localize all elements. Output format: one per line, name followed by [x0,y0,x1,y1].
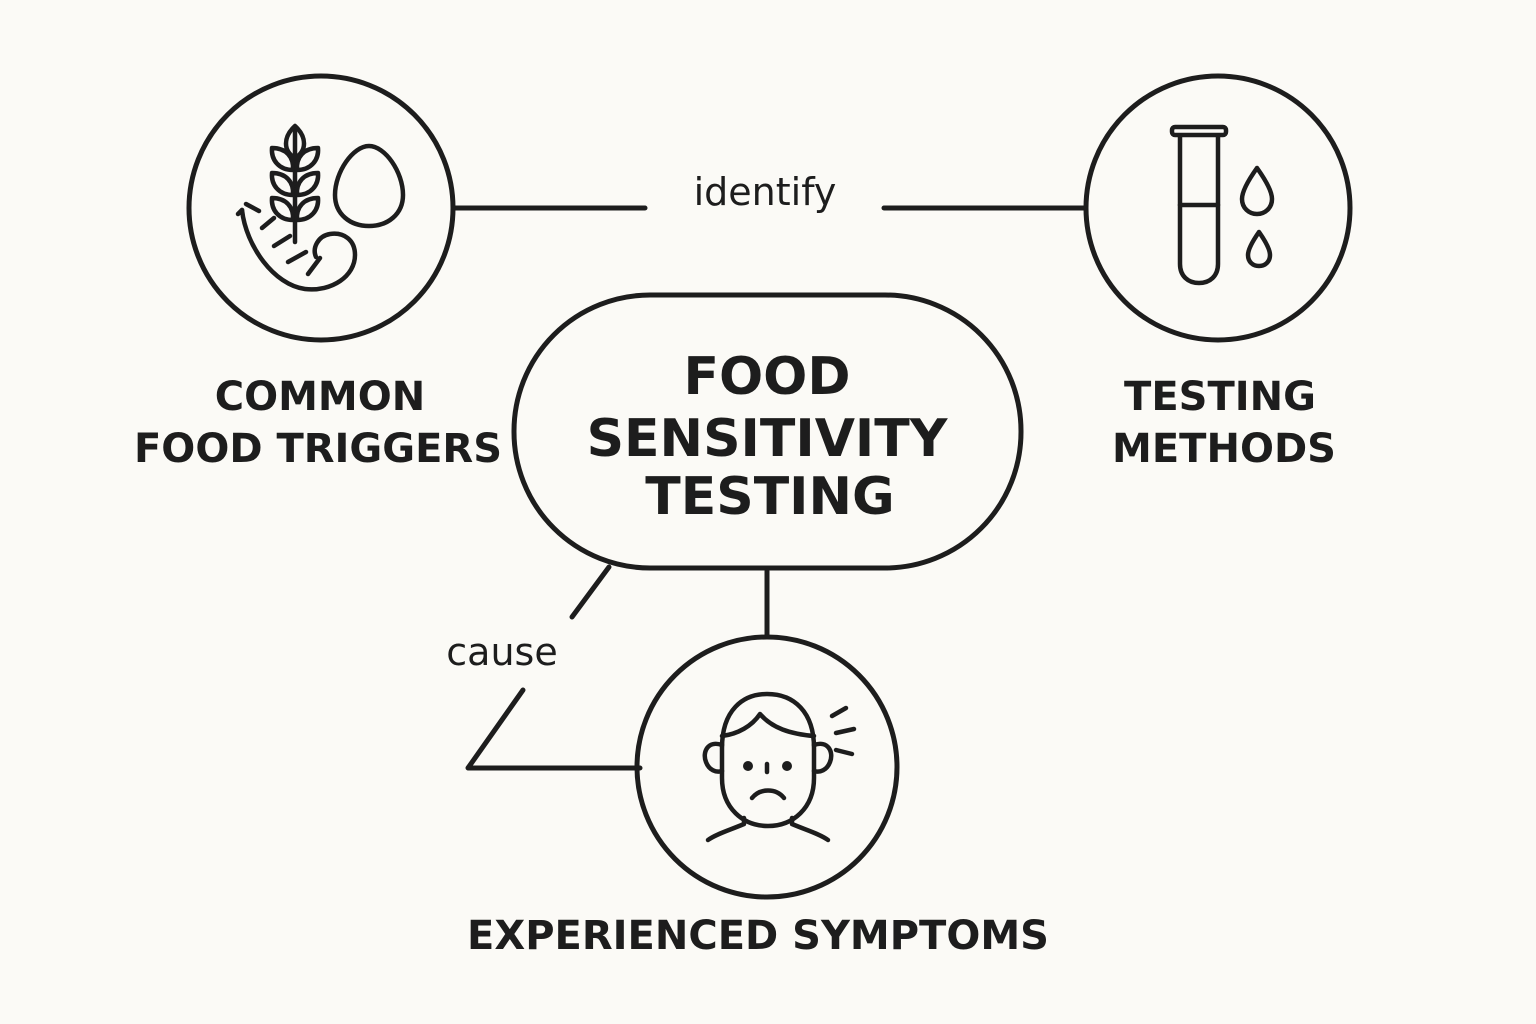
pain-line-1 [829,705,849,719]
edge-cause-lower-segment [465,687,643,771]
frown-mouth [749,788,787,801]
egg-shape [332,143,406,229]
pain-line-3 [833,747,855,757]
drop-small [1245,229,1273,269]
edge-cause-upper-segment [569,564,612,620]
edge-cause: cause [446,564,643,771]
center-node-outline [511,292,1024,571]
wheat-top-grain [283,123,307,161]
face-outline [719,691,817,829]
sad-face-icon [702,691,857,843]
center-node: FOOD SENSITIVITY TESTING [511,292,1024,571]
wheat-grain-right-1 [294,145,321,173]
edge-identify: identify [451,170,1088,214]
testing-label-line-1: TESTING [1124,374,1316,420]
center-label-line-2: SENSITIVITY [587,409,949,469]
hair-line [719,711,817,739]
edge-label-identify: identify [694,170,837,214]
wheat-grain-right-3 [294,195,321,223]
testing-node: TESTING METHODS [1083,73,1353,472]
drop-large [1239,165,1275,217]
testing-label-line-2: METHODS [1112,426,1336,472]
shrimp-segments [259,215,323,277]
test-tube-rim [1169,124,1229,138]
triggers-label-line-2: FOOD TRIGGERS [134,426,502,472]
triggers-label-line-1: COMMON [215,374,425,420]
center-label-line-3: TESTING [645,467,894,527]
ear-right [811,741,834,774]
edge-label-cause: cause [446,630,557,674]
wheat-grain-left-3 [269,195,296,223]
shrimp-antenna [235,201,262,217]
wheat-grain-left-1 [269,145,296,173]
wheat-grain-left-2 [269,170,296,198]
test-tube-body [1177,133,1221,286]
pain-line-2 [833,726,857,736]
wheat-egg-shrimp-icon [235,123,406,292]
eye-left [743,761,753,771]
testing-node-circle [1083,73,1353,343]
symptoms-node: EXPERIENCED SYMPTOMS [467,634,1049,959]
triggers-node: COMMON FOOD TRIGGERS [134,73,502,472]
ear-left [702,741,725,774]
eye-right [782,761,792,771]
test-tube-drops-icon [1169,124,1275,286]
symptoms-label: EXPERIENCED SYMPTOMS [467,913,1049,959]
shoulder-right [789,815,831,843]
center-label-line-1: FOOD [683,347,850,407]
shrimp-body [239,207,358,292]
symptoms-node-circle [634,634,900,900]
triggers-node-circle [186,73,456,343]
wheat-grain-right-2 [294,170,321,198]
shoulder-left [705,815,747,843]
